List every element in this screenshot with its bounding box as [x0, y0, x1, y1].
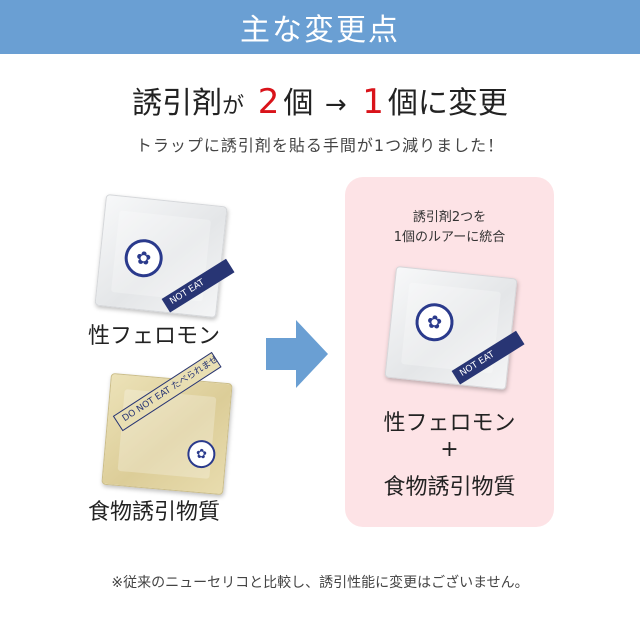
headline-particle: が — [222, 94, 245, 119]
pheromone-packet-image: ✿ NOT EAT — [94, 193, 235, 319]
headline-change: に変更 — [417, 86, 508, 121]
footnote: ※従来のニューセリコと比較し、誘引性能に変更はございません。 — [111, 575, 529, 591]
food-attractant-label: 食物誘引物質 — [88, 500, 221, 525]
combined-lure-packet-image: ✿ NOT EAT — [384, 265, 525, 391]
right-arrow-icon — [266, 320, 328, 388]
count-before: 2 — [257, 82, 280, 122]
pheromone-label: 性フェロモン — [88, 324, 221, 349]
unit-after: 個 — [387, 86, 418, 121]
title-banner: 主な変更点 — [0, 0, 640, 54]
panel-caption-line1: 誘引剤2つを — [412, 210, 487, 225]
headline-lure: 誘引剤 — [132, 86, 223, 121]
headline-arrow: → — [324, 90, 347, 120]
unit-before: 個 — [283, 86, 314, 121]
subheadline: トラップに誘引剤を貼る手間が1つ減りました！ — [135, 136, 505, 155]
panel-label-pheromone: 性フェロモン — [383, 411, 516, 436]
food-attractant-packet-image: DO NOT EAT たべられません ✿ — [101, 351, 233, 496]
panel-caption-line2: 1個のルアーに統合 — [393, 230, 506, 245]
banner-title: 主な変更点 — [240, 13, 400, 48]
panel-label-food: 食物誘引物質 — [383, 475, 516, 500]
panel-label-plus: + — [440, 437, 459, 462]
count-after: 1 — [362, 82, 384, 122]
